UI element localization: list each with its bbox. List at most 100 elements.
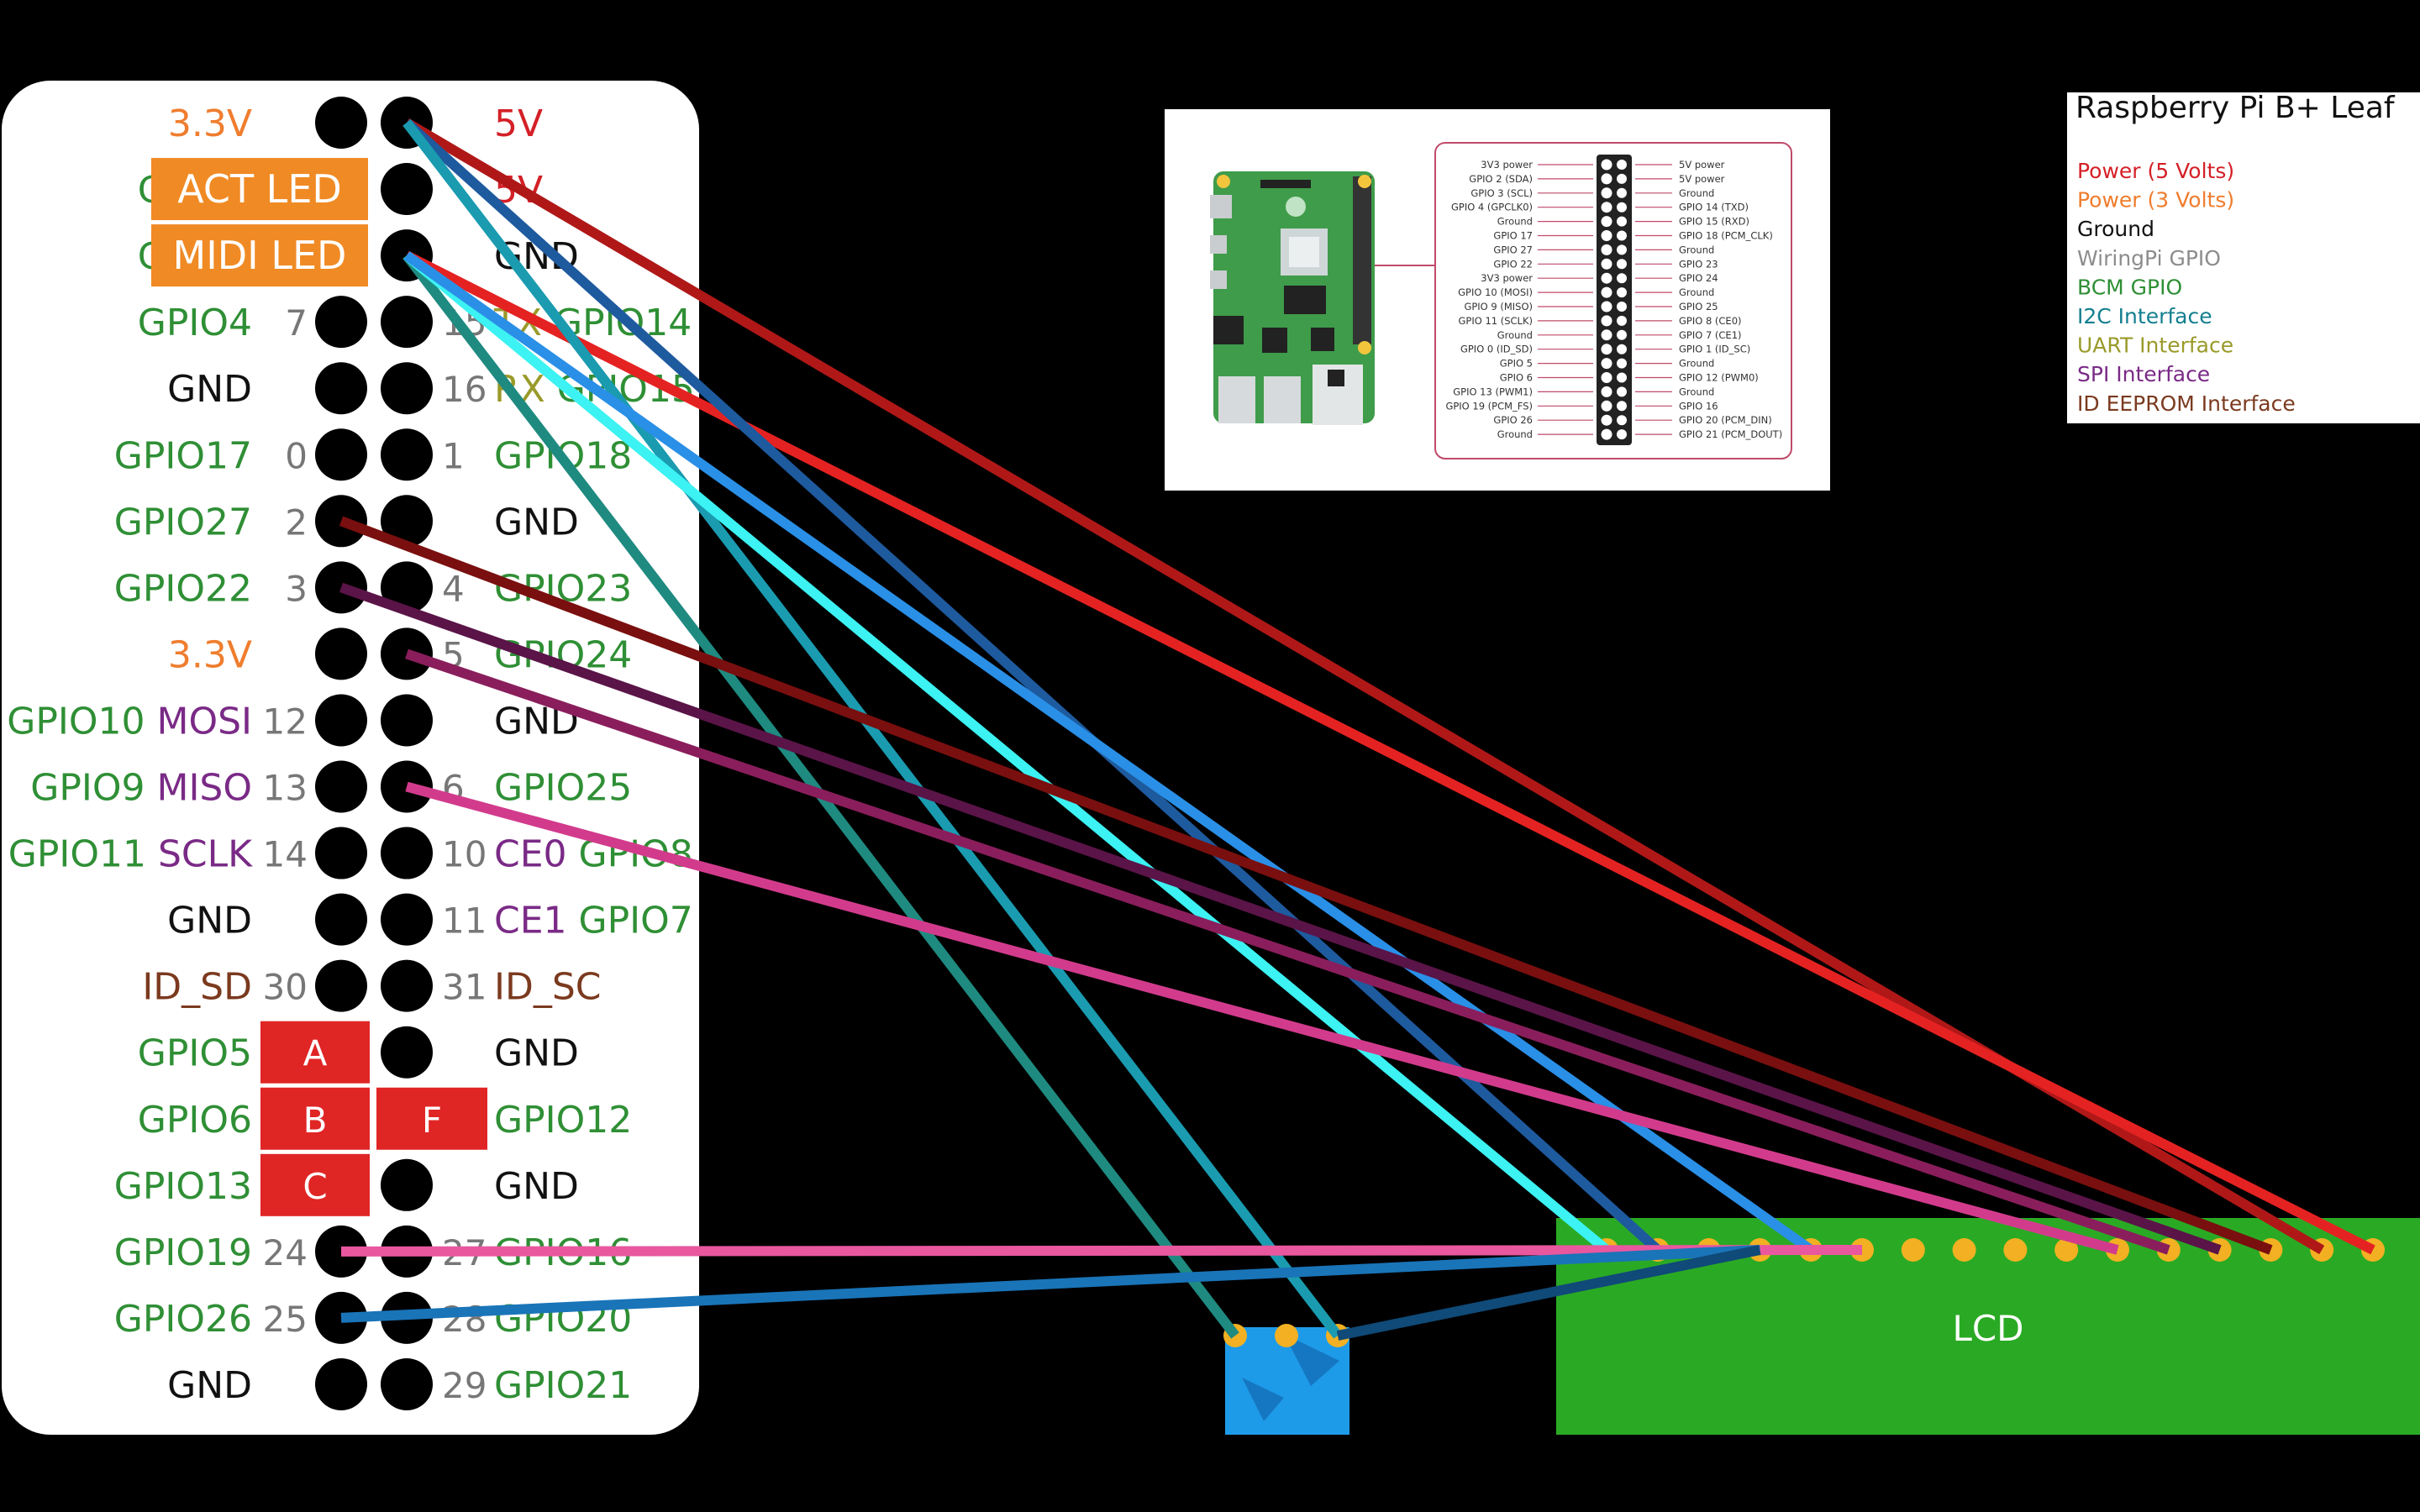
ref-label-right: Ground xyxy=(1679,244,1714,255)
usb-port xyxy=(1218,376,1255,423)
pin-label-part: MISO xyxy=(156,767,252,810)
legend: Raspberry Pi B+ Leaf Power (5 Volts)Powe… xyxy=(2067,91,2420,423)
pin-right xyxy=(381,1026,433,1079)
side-connector xyxy=(1210,235,1227,254)
pin-label-part: ID_SD xyxy=(142,966,252,1009)
ref-pin-right xyxy=(1617,372,1627,383)
ref-pin-left xyxy=(1601,329,1612,341)
lcd-pad xyxy=(2054,1238,2079,1262)
pin-right xyxy=(381,694,433,747)
tag-label: B xyxy=(303,1100,328,1141)
ref-label-left: GPIO 3 (SCL) xyxy=(1470,187,1533,199)
ref-pin-right xyxy=(1617,160,1627,170)
pin-left xyxy=(315,428,367,481)
pin-label-right: GND xyxy=(494,1165,579,1208)
wires xyxy=(339,118,2375,1341)
ref-label-right: GPIO 25 xyxy=(1679,301,1718,312)
ref-pin-left xyxy=(1601,272,1612,284)
pin-label-part: GPIO17 xyxy=(114,434,252,477)
ref-label-left: GPIO 2 (SDA) xyxy=(1469,173,1533,185)
wiringpi-number-right: 10 xyxy=(442,834,487,875)
tag-background xyxy=(151,224,368,287)
ref-pin-left xyxy=(1601,230,1612,241)
pin-label-left: GPIO17 xyxy=(114,434,252,477)
pin-label-part: GPIO25 xyxy=(494,767,632,810)
pin-left xyxy=(315,362,367,415)
pin-label-left: 3.3V xyxy=(168,633,252,676)
ref-pin-left xyxy=(1601,372,1612,383)
ref-label-right: GPIO 18 (PCM_CLK) xyxy=(1679,230,1773,242)
pin-label-right: GPIO21 xyxy=(494,1364,632,1407)
pin-label-part: GPIO11 xyxy=(8,833,158,876)
mount-hole xyxy=(1358,341,1371,354)
pin-right xyxy=(381,561,433,614)
wire xyxy=(340,1245,1863,1257)
pin-label-part: GPIO13 xyxy=(114,1165,252,1208)
tag-midi-led: MIDI LED xyxy=(151,224,368,287)
ref-label-right: GPIO 21 (PCM_DOUT) xyxy=(1679,428,1782,440)
ref-pin-left xyxy=(1601,173,1612,185)
pin-label-left: GND xyxy=(167,368,252,411)
pin-label-part: GND xyxy=(494,1032,579,1075)
pi-board-header xyxy=(1353,176,1371,344)
pin-left xyxy=(315,627,367,680)
pin-right xyxy=(381,1158,433,1211)
audio-jack xyxy=(1213,316,1244,344)
raspberry-logo-icon xyxy=(1286,197,1306,217)
ref-pin-left xyxy=(1601,344,1612,355)
ref-pin-left xyxy=(1601,358,1612,370)
pin-label-left: GPIO26 xyxy=(114,1298,252,1341)
pin-left xyxy=(315,694,367,747)
pin-right xyxy=(381,362,433,415)
ref-label-left: GPIO 4 (GPCLK0) xyxy=(1451,202,1533,213)
ref-label-right: GPIO 15 (RXD) xyxy=(1679,216,1749,228)
pin-left xyxy=(315,1357,367,1410)
ref-label-right: 5V power xyxy=(1679,159,1725,171)
pin-label-part: GPIO4 xyxy=(138,302,252,344)
tag-c: C xyxy=(260,1153,370,1216)
wiringpi-number-left: 24 xyxy=(263,1232,308,1273)
pin-right xyxy=(381,893,433,946)
pi-board-illustration xyxy=(1210,171,1375,425)
pin-label-part: GPIO5 xyxy=(138,1032,252,1075)
lcd-pad xyxy=(1901,1238,1925,1262)
pin-left xyxy=(315,827,367,879)
legend-items: Power (5 Volts)Power (3 Volts)GroundWiri… xyxy=(2077,159,2296,416)
display-connector xyxy=(1260,180,1311,188)
pin-right xyxy=(381,428,433,481)
wire xyxy=(340,1245,1760,1323)
legend-item: BCM GPIO xyxy=(2077,275,2182,299)
lcd-label: LCD xyxy=(1952,1308,2023,1349)
ref-label-right: Ground xyxy=(1679,286,1714,298)
pin-label-part: 5V xyxy=(494,102,543,145)
soc-chip-top xyxy=(1289,237,1319,267)
pinout-header-pins xyxy=(1601,159,1627,440)
ref-label-left: GPIO 10 (MOSI) xyxy=(1458,286,1533,298)
pin-right xyxy=(381,296,433,349)
rotary-encoder xyxy=(1223,1324,1349,1435)
pin-label-part: 3.3V xyxy=(168,633,252,676)
wiringpi-number-left: 2 xyxy=(285,501,308,543)
pin-label-part: ID_SC xyxy=(494,966,602,1009)
legend-item: UART Interface xyxy=(2077,333,2233,358)
pin-label-part: GPIO22 xyxy=(114,567,252,610)
ref-pin-left xyxy=(1601,286,1612,298)
pin-label-part: SCLK xyxy=(158,833,253,876)
legend-item: I2C Interface xyxy=(2077,304,2212,328)
wiringpi-number-left: 14 xyxy=(263,834,308,875)
side-connector xyxy=(1210,195,1232,218)
legend-background xyxy=(2067,92,2420,423)
wiringpi-number-right: 31 xyxy=(442,967,487,1008)
ref-label-left: GPIO 6 xyxy=(1500,372,1533,384)
ref-pin-right xyxy=(1617,315,1627,326)
pin-right xyxy=(381,163,433,216)
ref-label-left: GPIO 19 (PCM_FS) xyxy=(1445,400,1533,412)
pin-label-part: GPIO26 xyxy=(114,1298,252,1341)
pin-label-left: GPIO4 xyxy=(138,302,252,344)
pin-label-part: CE1 xyxy=(494,900,579,942)
